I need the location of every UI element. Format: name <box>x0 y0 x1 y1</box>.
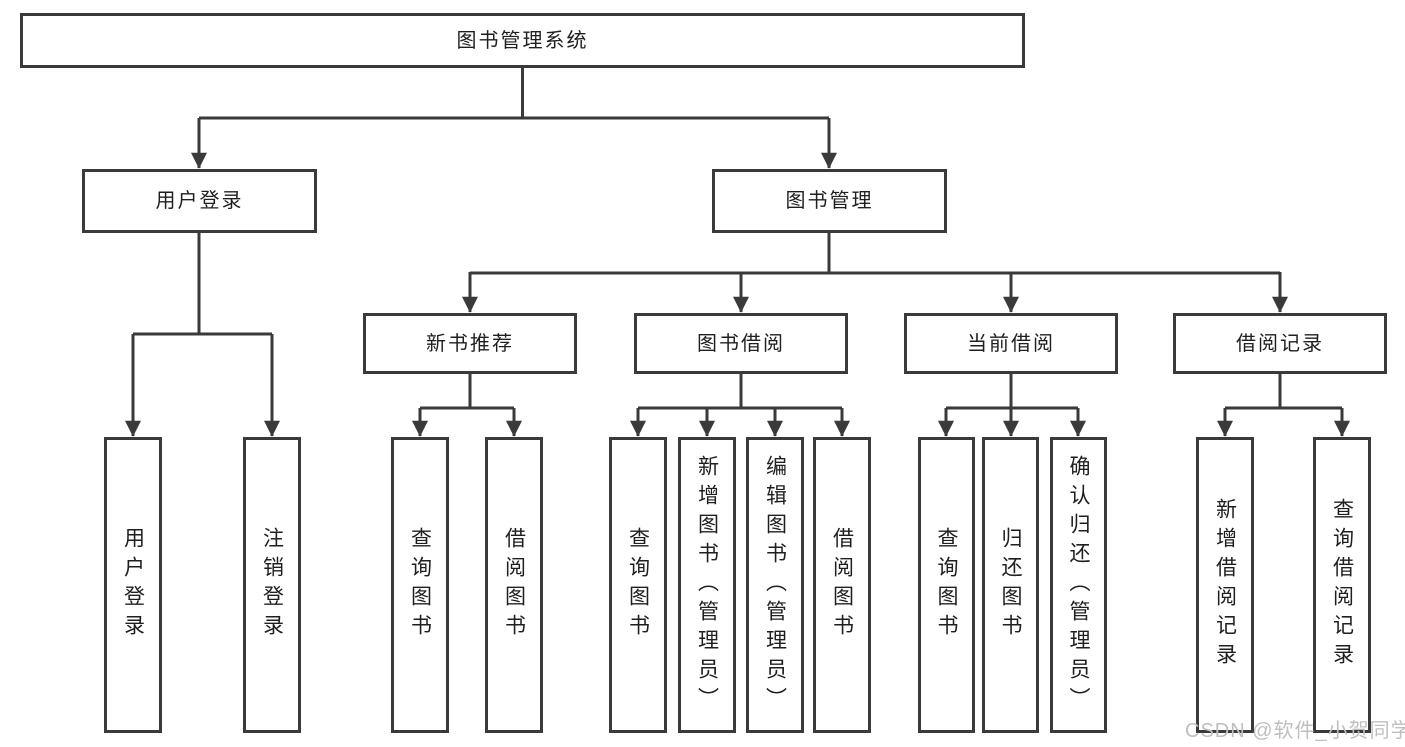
node-book-management: 图书管理 <box>712 169 947 233</box>
node-query-books-3: 查询图书 <box>918 437 975 733</box>
node-return-books: 归还图书 <box>982 437 1039 733</box>
node-login: 用户登录 <box>104 437 162 733</box>
node-new-book-recommend: 新书推荐 <box>363 313 577 374</box>
connector-bookmgmt-junction <box>470 233 1280 275</box>
node-logout: 注销登录 <box>243 437 301 733</box>
watermark: CSDN @软件_小贺同学 <box>1185 720 1405 742</box>
node-edit-books-admin: 编辑图书（管理员） <box>746 437 804 733</box>
node-query-books-1: 查询图书 <box>391 437 449 733</box>
connector-root-junction <box>199 68 829 120</box>
connector-borrowrecord-junction <box>1225 374 1342 410</box>
connector-userlogin-junction <box>133 233 272 336</box>
node-confirm-return-admin: 确认归还（管理员） <box>1050 437 1107 733</box>
node-borrow-books-2: 借阅图书 <box>813 437 871 733</box>
node-book-borrow: 图书借阅 <box>634 313 848 374</box>
connector-newbook-junction <box>420 374 514 410</box>
node-user-login: 用户登录 <box>82 169 317 233</box>
node-root: 图书管理系统 <box>20 13 1025 68</box>
node-add-borrow-record: 新增借阅记录 <box>1196 437 1254 733</box>
node-borrow-records: 借阅记录 <box>1173 313 1387 374</box>
node-query-borrow-record: 查询借阅记录 <box>1313 437 1371 733</box>
node-current-borrow: 当前借阅 <box>904 313 1118 374</box>
connector-currentborrow-junction <box>946 374 1078 410</box>
node-borrow-books-1: 借阅图书 <box>485 437 543 733</box>
node-query-books-2: 查询图书 <box>609 437 667 733</box>
node-add-books-admin: 新增图书（管理员） <box>678 437 736 733</box>
connector-bookborrow-junction <box>638 374 842 410</box>
